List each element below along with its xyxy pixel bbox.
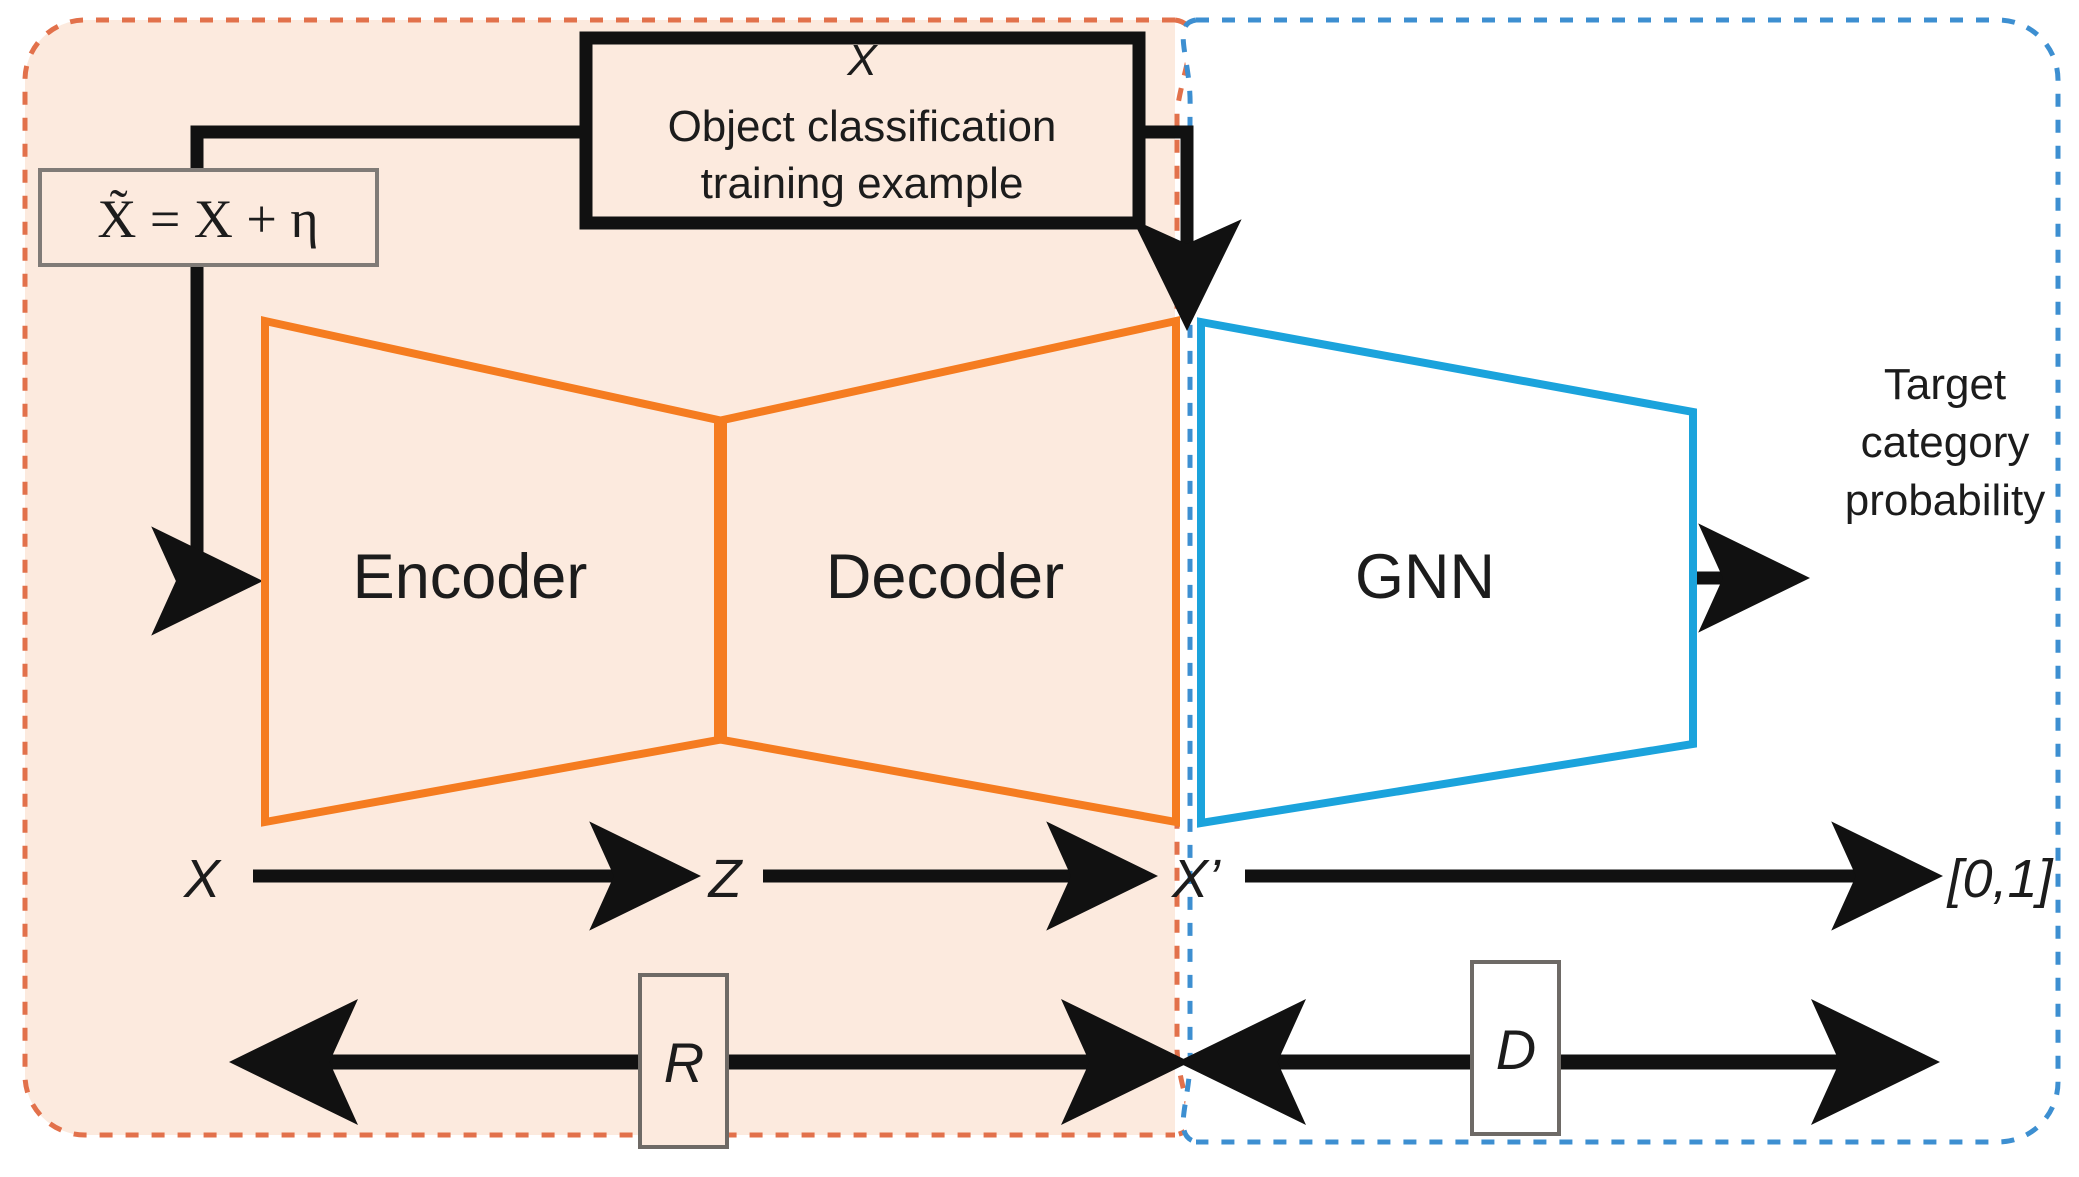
output-line3: probability [1845, 476, 2046, 525]
encoder-label: Encoder [353, 542, 588, 612]
autoencoder-shape [261, 316, 1180, 827]
input-to-encoder-wire [151, 125, 586, 636]
output-line1: Target [1884, 360, 2006, 409]
gnn-shape [1197, 317, 1697, 828]
left-panel-reconstruction [22, 17, 1194, 1138]
right-panel-discrimination [1180, 17, 2061, 1145]
noise-formula-box [38, 168, 379, 267]
input-box-symbol: X [846, 36, 878, 85]
reconstruction-loss-box [638, 973, 729, 1149]
flow-label-interval: [0,1] [1945, 849, 2054, 909]
flow-label-x-prime: X’ [1170, 849, 1221, 909]
flow-label-x: X [182, 849, 222, 909]
input-box-line1: Object classification [668, 102, 1057, 151]
discrimination-loss-label: D [1496, 1018, 1536, 1081]
output-line2: category [1861, 418, 2030, 467]
encoder-trapezoid [261, 316, 722, 827]
gnn-trapezoid [1197, 317, 1697, 828]
decoder-trapezoid [719, 316, 1180, 827]
flow-label-z: Z [707, 849, 744, 909]
discrimination-loss-box [1470, 960, 1561, 1136]
input-box [579, 31, 1146, 230]
input-to-gnn-wire [1132, 125, 1242, 332]
noise-formula-text: X̃ = X + η [97, 189, 318, 249]
reconstruction-loss-label: R [664, 1031, 704, 1094]
gnn-label: GNN [1355, 542, 1495, 612]
decoder-label: Decoder [826, 542, 1064, 612]
input-box-line2: training example [701, 159, 1024, 208]
